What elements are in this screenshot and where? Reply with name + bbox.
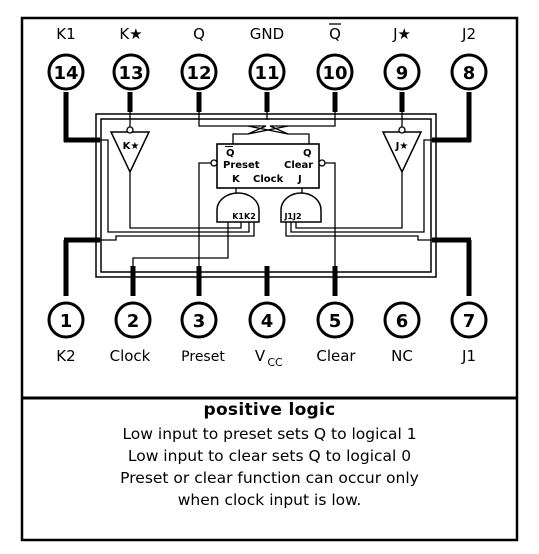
pin-4-number: 4 bbox=[261, 311, 274, 332]
left-buffer-label: K★ bbox=[123, 141, 140, 152]
pin-10: Q 10 bbox=[316, 23, 354, 91]
right-buffer: J★ bbox=[381, 126, 423, 174]
pin-8: J2 8 bbox=[450, 25, 488, 91]
pin-3: 3 Preset bbox=[180, 301, 225, 365]
ff-q-label: Q bbox=[303, 148, 312, 159]
ff-k-label: K bbox=[232, 174, 241, 185]
info-line-3: Preset or clear function can occur only bbox=[120, 469, 419, 487]
ff-j-label: J bbox=[297, 174, 302, 185]
ff-qbar-label: Q bbox=[226, 148, 235, 159]
right-and-label: J1J2 bbox=[283, 212, 301, 221]
bottom-pins: 1 K2 2 Clock 3 Preset 4 V CC 5 Clear 6 N… bbox=[47, 301, 488, 369]
pin-1-number: 1 bbox=[60, 311, 73, 332]
pin-10-number: 10 bbox=[322, 63, 347, 84]
pin-11-label: GND bbox=[250, 25, 284, 43]
ff-preset-label: Preset bbox=[223, 160, 260, 171]
top-pins: K1 14 K★ 13 Q 12 GND 11 Q 10 J★ 9 bbox=[47, 23, 488, 91]
pin-13-number: 13 bbox=[118, 63, 143, 84]
pin-7-number: 7 bbox=[463, 311, 476, 332]
pin-8-number: 8 bbox=[463, 63, 476, 84]
pin-5: 5 Clear bbox=[316, 301, 356, 365]
right-buffer-label: J★ bbox=[395, 141, 409, 152]
pin-2: 2 Clock bbox=[110, 301, 152, 365]
pin-14: K1 14 bbox=[47, 25, 85, 91]
pin-12: Q 12 bbox=[180, 25, 218, 91]
pin-1: 1 K2 bbox=[47, 301, 85, 365]
logic-info-box: positive logic Low input to preset sets … bbox=[22, 398, 517, 540]
bottom-pin-leads bbox=[63, 240, 472, 296]
pin-9-label: J★ bbox=[392, 25, 411, 43]
pin-2-label: Clock bbox=[110, 347, 151, 365]
pin-10-label: Q bbox=[329, 25, 341, 43]
pin-1-label: K2 bbox=[56, 347, 75, 365]
pin-14-number: 14 bbox=[53, 63, 78, 84]
flipflop-block: Q Q Preset Clear K Clock J bbox=[210, 143, 326, 189]
info-line-2: Low input to clear sets Q to logical 0 bbox=[127, 447, 412, 465]
ff-clear-label: Clear bbox=[284, 160, 313, 171]
pin-12-label: Q bbox=[193, 25, 205, 43]
pin-3-number: 3 bbox=[193, 311, 206, 332]
pin-7-label: J1 bbox=[461, 347, 476, 365]
info-line-1: Low input to preset sets Q to logical 1 bbox=[122, 425, 417, 443]
pin-9: J★ 9 bbox=[383, 25, 421, 91]
pin-6-number: 6 bbox=[396, 311, 409, 332]
pin-4-label-sub: CC bbox=[267, 356, 283, 369]
pin-9-number: 9 bbox=[396, 63, 409, 84]
corner-stubs bbox=[64, 137, 471, 243]
pin-13: K★ 13 bbox=[112, 25, 150, 91]
pin-11: GND 11 bbox=[248, 25, 286, 91]
outer-frame bbox=[20, 16, 519, 542]
top-pin-leads bbox=[63, 92, 472, 142]
pin-11-number: 11 bbox=[254, 63, 279, 84]
internal-wiring bbox=[100, 112, 432, 266]
pin-12-number: 12 bbox=[186, 63, 211, 84]
pin-13-label: K★ bbox=[119, 25, 142, 43]
pin-6-label: NC bbox=[391, 347, 413, 365]
info-title: positive logic bbox=[203, 400, 336, 420]
pin-8-label: J2 bbox=[461, 25, 476, 43]
pin-5-number: 5 bbox=[329, 311, 342, 332]
pin-6: 6 NC bbox=[383, 301, 421, 365]
left-buffer: K★ bbox=[109, 126, 151, 174]
pin-2-number: 2 bbox=[127, 311, 140, 332]
right-and-gate: J1J2 bbox=[280, 192, 322, 223]
pin-4: 4 V CC bbox=[248, 301, 286, 369]
pin-5-label: Clear bbox=[316, 347, 356, 365]
left-and-gate: K1K2 bbox=[216, 192, 260, 223]
package-outline-inner bbox=[100, 118, 432, 273]
left-and-label: K1K2 bbox=[232, 212, 256, 221]
package-outline-outer bbox=[95, 113, 437, 278]
pin-4-label: V bbox=[255, 347, 266, 365]
info-line-4: when clock input is low. bbox=[177, 491, 362, 509]
pin-7: 7 J1 bbox=[450, 301, 488, 365]
pin-14-label: K1 bbox=[56, 25, 75, 43]
pin-3-label: Preset bbox=[181, 349, 225, 365]
ff-clock-label: Clock bbox=[253, 174, 284, 185]
